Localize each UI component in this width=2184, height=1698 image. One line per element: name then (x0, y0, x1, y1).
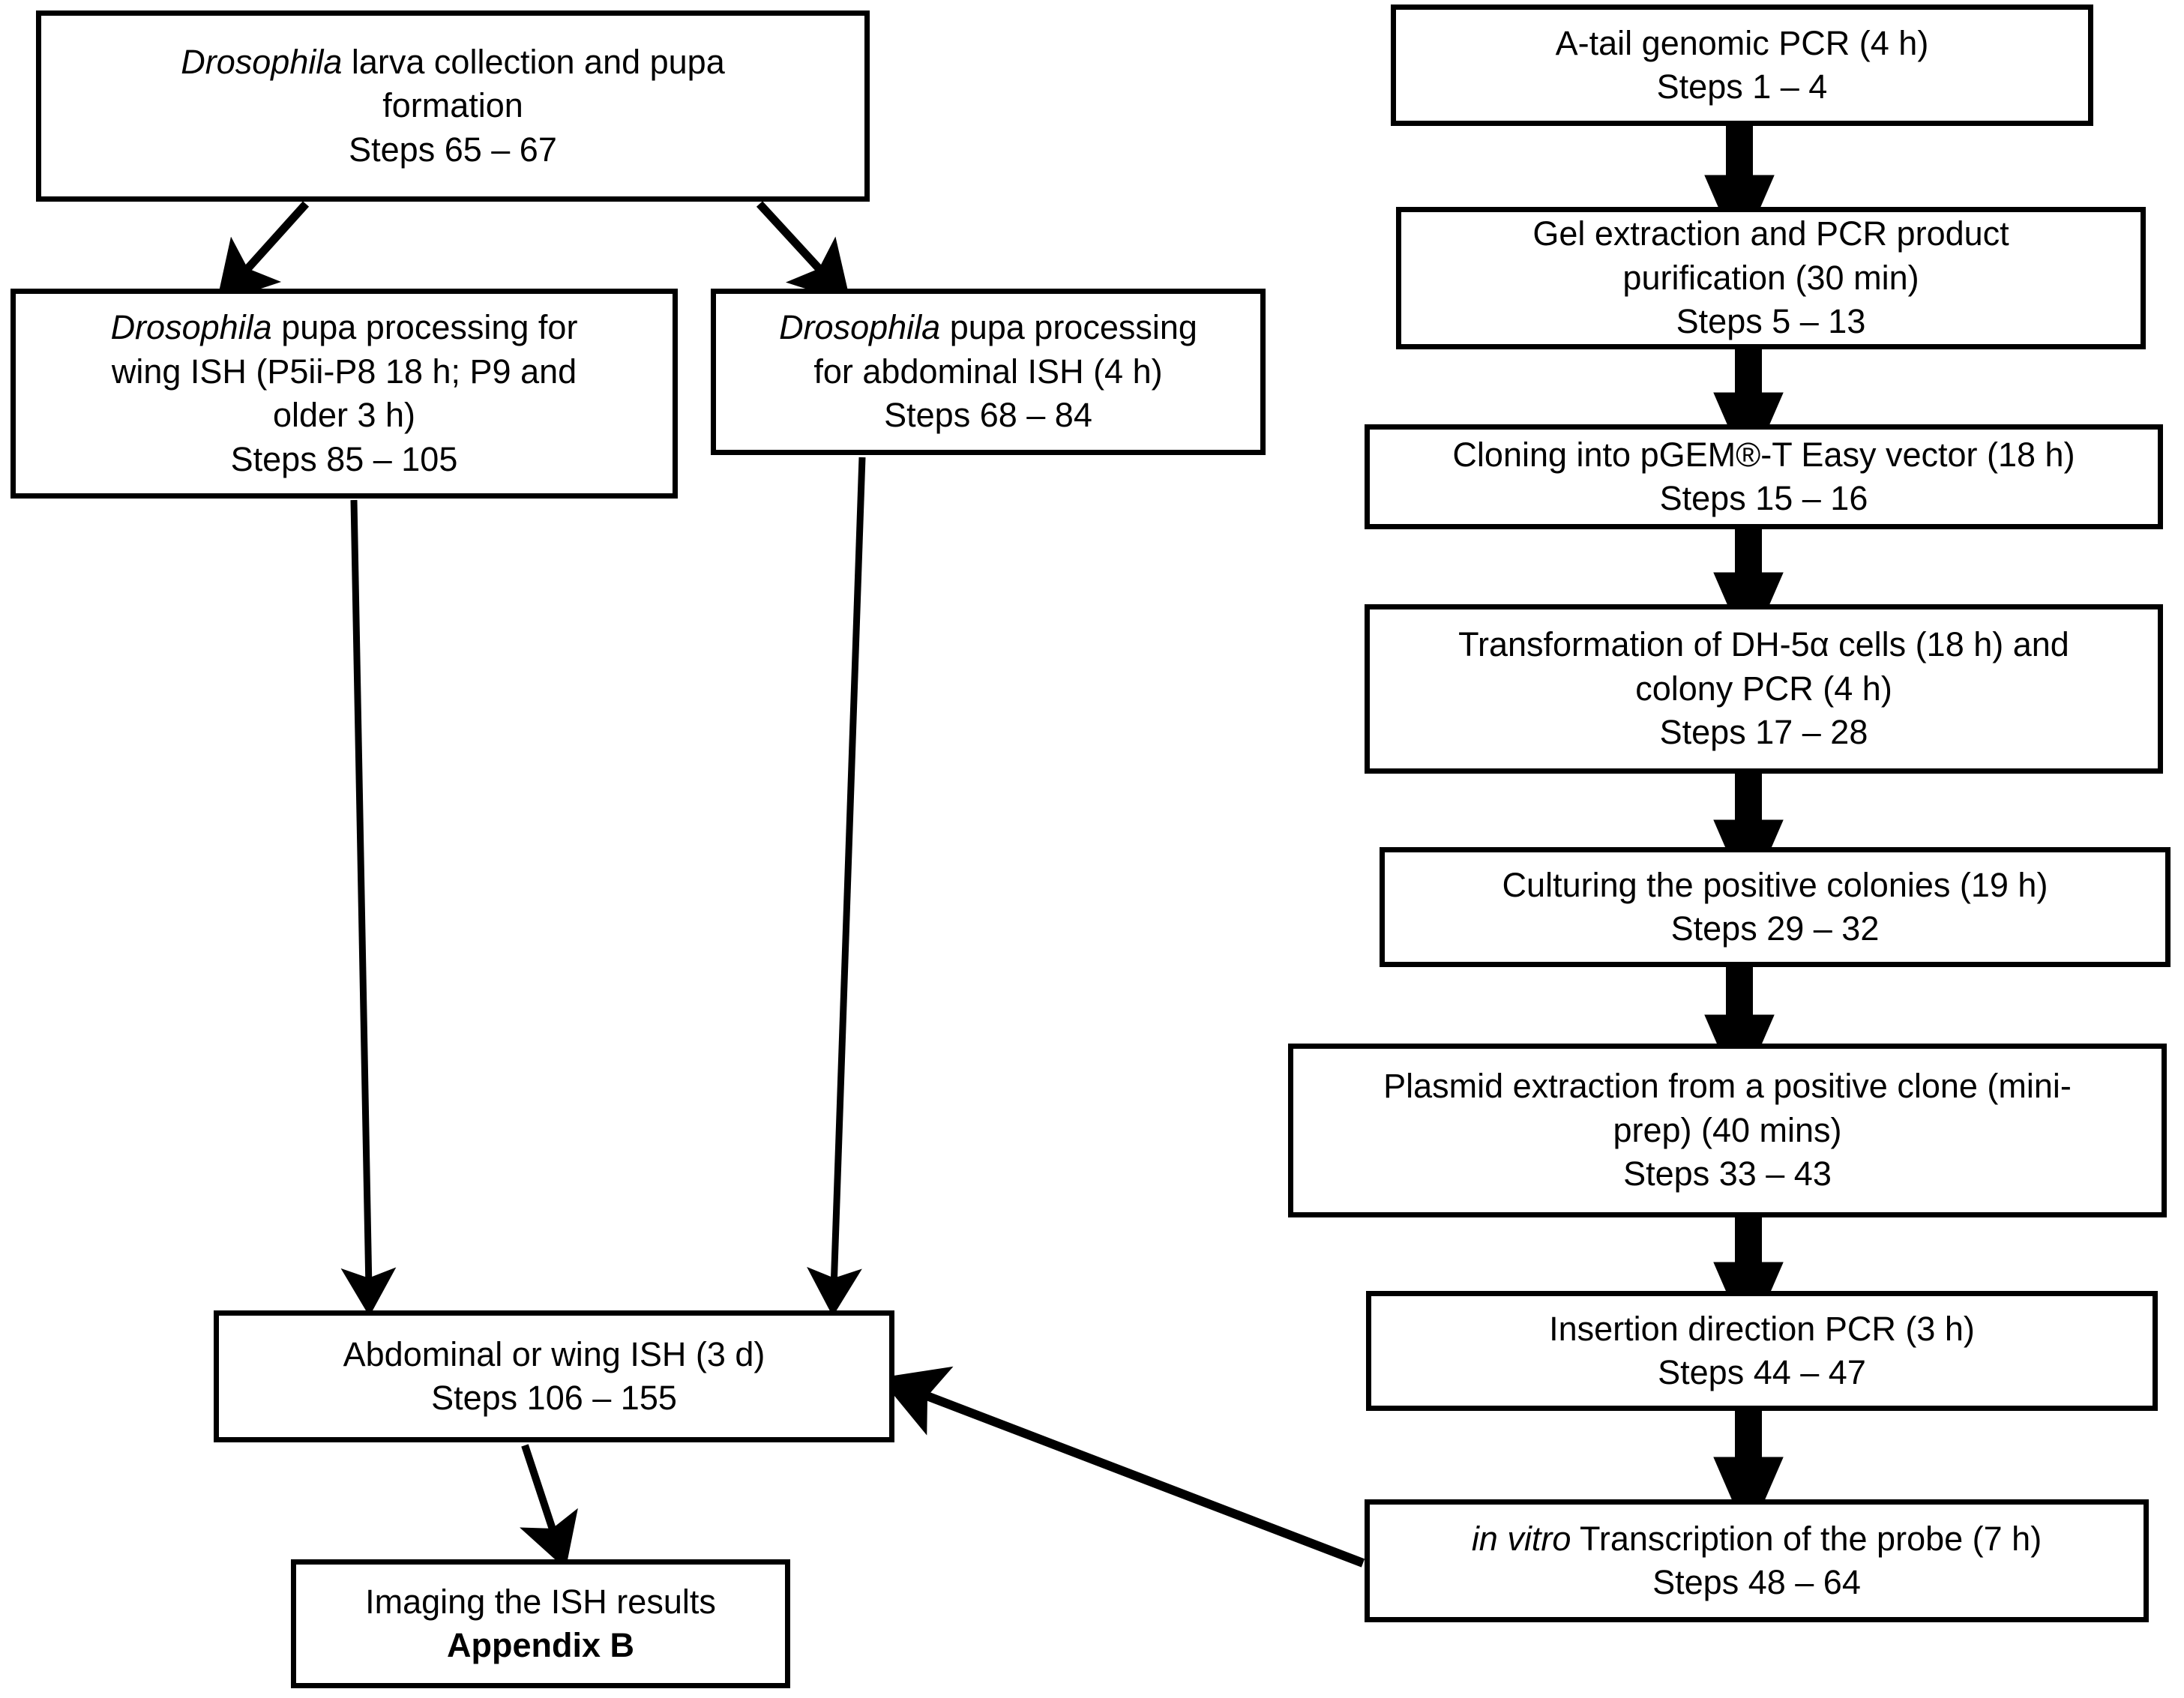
larva-line2: formation (382, 86, 523, 125)
imaging-line1: Imaging the ISH results (365, 1582, 716, 1621)
larva-line3: Steps 65 – 67 (349, 130, 557, 169)
cloning-line1: Cloning into pGEM®-T Easy vector (18 h) (1452, 435, 2075, 474)
node-abdominal-ish-processing[interactable]: Drosophila pupa processing for abdominal… (711, 289, 1266, 455)
ish-line1: Abdominal or wing ISH (3 d) (343, 1334, 765, 1373)
transformation-line2: colony PCR (4 h) (1635, 669, 1892, 708)
invitro-line1: in vitro Transcription of the probe (7 h… (1471, 1519, 2042, 1558)
atail-line1: A-tail genomic PCR (4 h) (1555, 23, 1929, 62)
edge-invitro-to-ish (879, 1366, 1365, 1568)
insertion-line2: Steps 44 – 47 (1658, 1353, 1866, 1391)
edge-wing-to-ish (340, 499, 397, 1316)
ish-line2: Steps 106 – 155 (431, 1379, 677, 1417)
edge-larva-to-wing (216, 201, 310, 304)
cloning-line2: Steps 15 – 16 (1659, 479, 1868, 517)
node-insertion-direction-pcr[interactable]: Insertion direction PCR (3 h) Steps 44 –… (1366, 1291, 2158, 1411)
gel-line1: Gel extraction and PCR product (1532, 214, 2009, 253)
node-larva-collection[interactable]: Drosophila larva collection and pupa for… (36, 10, 870, 202)
abdominal-line3: Steps 68 – 84 (884, 396, 1092, 435)
insertion-line1: Insertion direction PCR (3 h) (1549, 1309, 1975, 1348)
node-cloning-pgem-t-easy[interactable]: Cloning into pGEM®-T Easy vector (18 h) … (1365, 424, 2163, 529)
wing-line4: Steps 85 – 105 (230, 439, 458, 478)
edge-abdominal-to-ish (807, 457, 866, 1316)
node-imaging-results[interactable]: Imaging the ISH results Appendix B (291, 1559, 790, 1688)
abdominal-line2: for abdominal ISH (4 h) (813, 352, 1163, 391)
larva-line1: Drosophila larva collection and pupa (181, 42, 725, 81)
abdominal-line1: Drosophila pupa processing (779, 308, 1197, 347)
node-a-tail-genomic-pcr[interactable]: A-tail genomic PCR (4 h) Steps 1 – 4 (1391, 4, 2093, 126)
plasmid-line1: Plasmid extraction from a positive clone… (1383, 1067, 2072, 1106)
transformation-line1: Transformation of DH-5α cells (18 h) and (1458, 625, 2069, 664)
edge-larva-to-abdominal (756, 201, 851, 304)
node-plasmid-extraction[interactable]: Plasmid extraction from a positive clone… (1288, 1044, 2167, 1217)
plasmid-line2: prep) (40 mins) (1613, 1110, 1842, 1149)
wing-line3: older 3 h) (272, 396, 416, 434)
node-transformation-dh5a[interactable]: Transformation of DH-5α cells (18 h) and… (1365, 604, 2163, 774)
edge-ish-to-imaging (520, 1444, 578, 1569)
transformation-line3: Steps 17 – 28 (1659, 713, 1868, 752)
gel-line2: purification (30 min) (1622, 258, 1919, 297)
imaging-appendix-label: Appendix B (446, 1626, 634, 1664)
wing-line1: Drosophila pupa processing for (110, 308, 578, 346)
node-culturing-colonies[interactable]: Culturing the positive colonies (19 h) S… (1380, 847, 2171, 967)
invitro-line2: Steps 48 – 64 (1652, 1563, 1861, 1601)
wing-line2: wing ISH (P5ii-P8 18 h; P9 and (111, 352, 577, 391)
node-wing-ish-processing[interactable]: Drosophila pupa processing for wing ISH … (10, 289, 678, 499)
culturing-line1: Culturing the positive colonies (19 h) (1502, 865, 2048, 904)
plasmid-line3: Steps 33 – 43 (1623, 1154, 1832, 1193)
atail-line2: Steps 1 – 4 (1656, 67, 1828, 106)
node-abdominal-or-wing-ish[interactable]: Abdominal or wing ISH (3 d) Steps 106 – … (214, 1310, 894, 1442)
node-gel-extraction[interactable]: Gel extraction and PCR product purificat… (1396, 207, 2146, 349)
culturing-line2: Steps 29 – 32 (1670, 909, 1880, 948)
gel-line3: Steps 5 – 13 (1676, 302, 1866, 341)
node-in-vitro-transcription[interactable]: in vitro Transcription of the probe (7 h… (1365, 1499, 2149, 1622)
